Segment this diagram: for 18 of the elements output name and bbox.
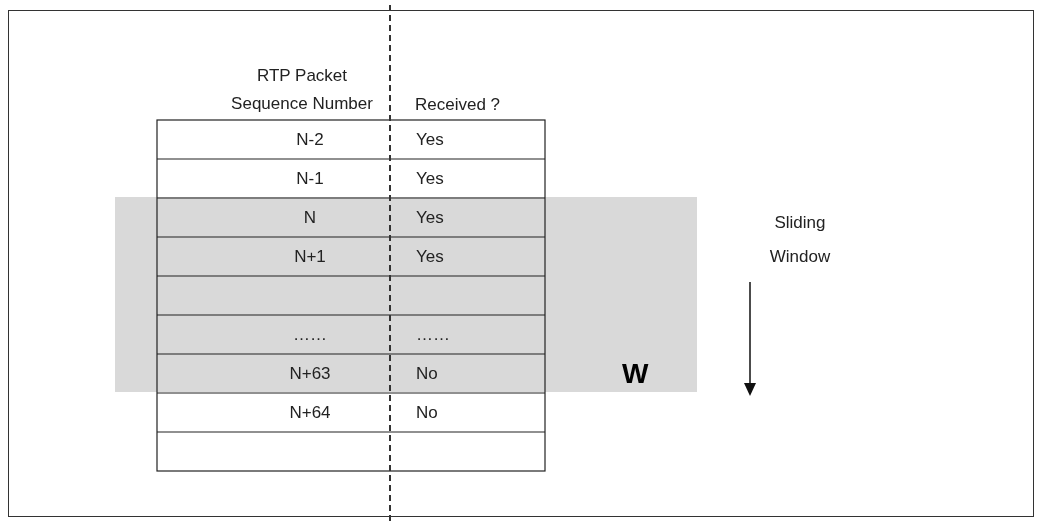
window-size-label: W (622, 358, 649, 390)
table-cell-text: N (302, 208, 318, 228)
window-label: Sliding Window (768, 212, 832, 268)
table-cell-text: N-1 (295, 169, 325, 189)
table-cell-text: N-2 (295, 130, 325, 150)
column-header: RTP Packet Sequence Number (230, 65, 374, 115)
table-cell-text: …… (292, 325, 328, 345)
table-cell-text: Yes (416, 169, 444, 189)
table-cell-text: N+63 (288, 364, 332, 384)
table-cell-text: No (416, 403, 438, 423)
table-cell-text: …… (416, 325, 450, 345)
table-cell-text: N+64 (288, 403, 332, 423)
table-cell-text: Yes (416, 247, 444, 267)
column-header: Received ? (415, 95, 501, 115)
table-cell-text: Yes (416, 208, 444, 228)
table-cell-text: Yes (416, 130, 444, 150)
table-cell-text: No (416, 364, 438, 384)
table-cell-text: N+1 (293, 247, 327, 267)
